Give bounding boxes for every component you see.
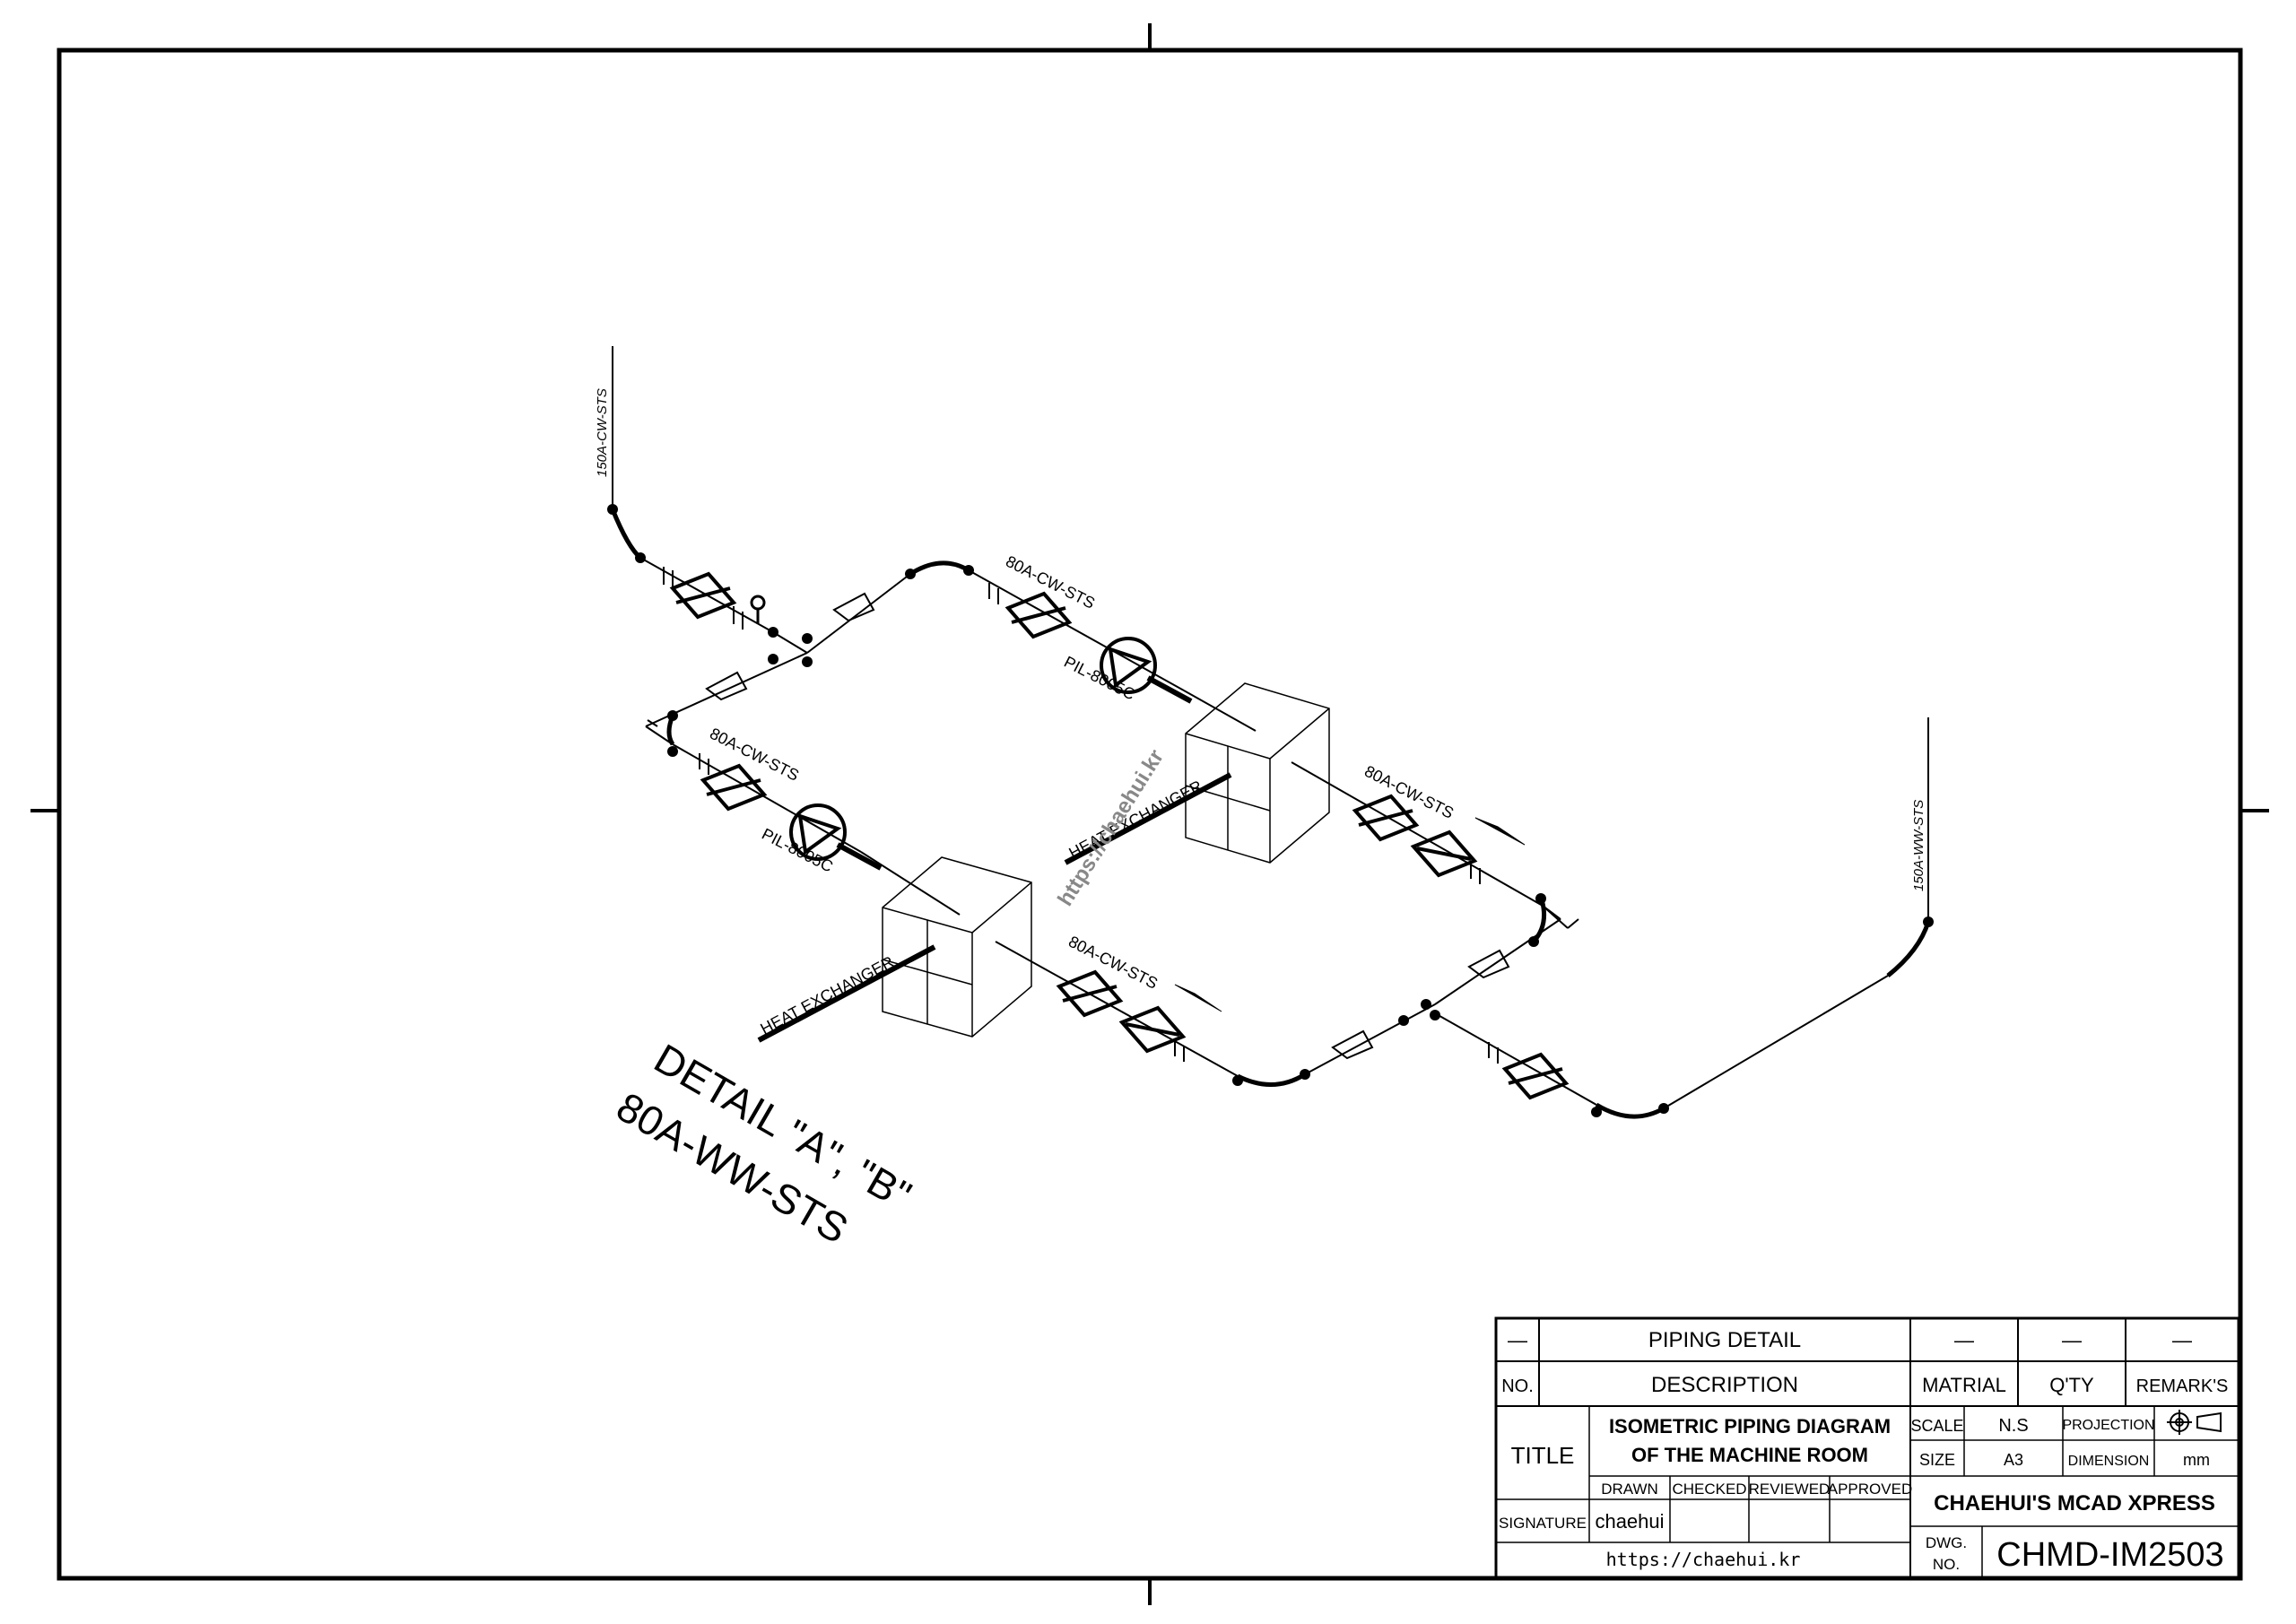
detail-title: DETAIL "A", "B" 80A-WW-STS bbox=[609, 1035, 919, 1253]
flow-arrows bbox=[1174, 817, 1526, 1012]
equipment-leaders bbox=[757, 772, 1232, 1043]
tb-piping-detail: PIPING DETAIL bbox=[1648, 1328, 1801, 1352]
valve-right-2b bbox=[1120, 1006, 1185, 1053]
tb-matrial: MATRIAL bbox=[1922, 1374, 2006, 1396]
svg-text:https://chaehui.kr: https://chaehui.kr bbox=[1053, 745, 1169, 910]
tb-no: NO. bbox=[1501, 1376, 1534, 1396]
tb-website: https://chaehui.kr bbox=[1606, 1549, 1801, 1570]
pipe-joints bbox=[607, 504, 1934, 1117]
valve-outlet bbox=[1503, 1053, 1568, 1099]
tb-drawn: DRAWN bbox=[1601, 1481, 1658, 1498]
tb-dwg-label-1: DWG. bbox=[1926, 1534, 1967, 1551]
svg-text:150A-WW-STS: 150A-WW-STS bbox=[1911, 800, 1926, 891]
svg-text:150A-CW-STS: 150A-CW-STS bbox=[595, 388, 610, 477]
equipment-label-lower: HEAT EXCHANGER bbox=[757, 952, 896, 1038]
pipe-network bbox=[610, 346, 1931, 1119]
svg-text:80A-CW-STS: 80A-CW-STS bbox=[707, 725, 802, 785]
pump-label-lower: PIL-8005C bbox=[759, 825, 836, 876]
tb-dash-1: — bbox=[1508, 1329, 1527, 1351]
heat-exchanger-lower bbox=[882, 856, 1032, 1038]
tb-projection-label: PROJECTION bbox=[2062, 1418, 2154, 1433]
valve-left bbox=[701, 764, 766, 811]
tb-scale-value: N.S bbox=[1998, 1416, 2028, 1436]
first-angle-projection-icon bbox=[2167, 1410, 2222, 1435]
pipe-label-inlet: 150A-CW-STS bbox=[595, 388, 610, 477]
tb-dash-2: — bbox=[1954, 1329, 1974, 1351]
tb-company: CHAEHUI'S MCAD XPRESS bbox=[1934, 1491, 2215, 1515]
svg-text:80A-CW-STS: 80A-CW-STS bbox=[1065, 933, 1161, 993]
valve-right-2a bbox=[1057, 970, 1122, 1017]
tb-dimension-value: mm bbox=[2183, 1451, 2210, 1469]
tb-description: DESCRIPTION bbox=[1651, 1373, 1798, 1397]
tb-signature-value: chaehui bbox=[1595, 1510, 1664, 1533]
valve-right-1a bbox=[1353, 795, 1418, 841]
heat-exchanger-upper bbox=[1185, 682, 1330, 864]
tb-signature-label: SIGNATURE bbox=[1499, 1515, 1587, 1532]
tb-dwg-no: CHMD-IM2503 bbox=[1996, 1536, 2223, 1574]
tb-title-line2: OF THE MACHINE ROOM bbox=[1631, 1444, 1868, 1466]
svg-text:PIL-8005C: PIL-8005C bbox=[759, 825, 836, 876]
watermark: https://chaehui.kr bbox=[1053, 745, 1169, 910]
title-block-text: — PIPING DETAIL — — — NO. DESCRIPTION MA… bbox=[1499, 1328, 2228, 1574]
svg-text:HEAT EXCHANGER: HEAT EXCHANGER bbox=[757, 952, 896, 1038]
tb-remarks: REMARK'S bbox=[2136, 1376, 2229, 1396]
valve-upper bbox=[1006, 592, 1071, 638]
title-block bbox=[1494, 1316, 2240, 1580]
tb-scale-label: SCALE bbox=[1910, 1417, 1963, 1435]
pressure-gauge-icon bbox=[750, 595, 766, 624]
tb-dash-4: — bbox=[2172, 1329, 2192, 1351]
pipe-label-right-2: 80A-CW-STS bbox=[1065, 933, 1161, 993]
pipe-label-outlet: 150A-WW-STS bbox=[1911, 800, 1926, 891]
tb-dwg-label-2: NO. bbox=[1933, 1556, 1960, 1573]
tb-reviewed: REVIEWED bbox=[1749, 1481, 1831, 1498]
tb-size-value: A3 bbox=[2004, 1451, 2023, 1469]
flange-marks bbox=[663, 567, 1499, 1064]
tb-title-line1: ISOMETRIC PIPING DIAGRAM bbox=[1609, 1415, 1891, 1437]
tb-title-label: TITLE bbox=[1511, 1442, 1575, 1469]
tb-size-label: SIZE bbox=[1919, 1451, 1955, 1469]
tb-checked: CHECKED bbox=[1672, 1481, 1746, 1498]
tb-dimension-label: DIMENSION bbox=[2068, 1454, 2150, 1469]
valve-right-1b bbox=[1412, 830, 1476, 877]
pipe-label-left: 80A-CW-STS bbox=[707, 725, 802, 785]
sheet-border bbox=[30, 23, 2269, 1605]
tb-approved: APPROVED bbox=[1828, 1481, 1912, 1498]
tb-qty: Q'TY bbox=[2049, 1374, 2094, 1396]
tb-dash-3: — bbox=[2062, 1329, 2082, 1351]
